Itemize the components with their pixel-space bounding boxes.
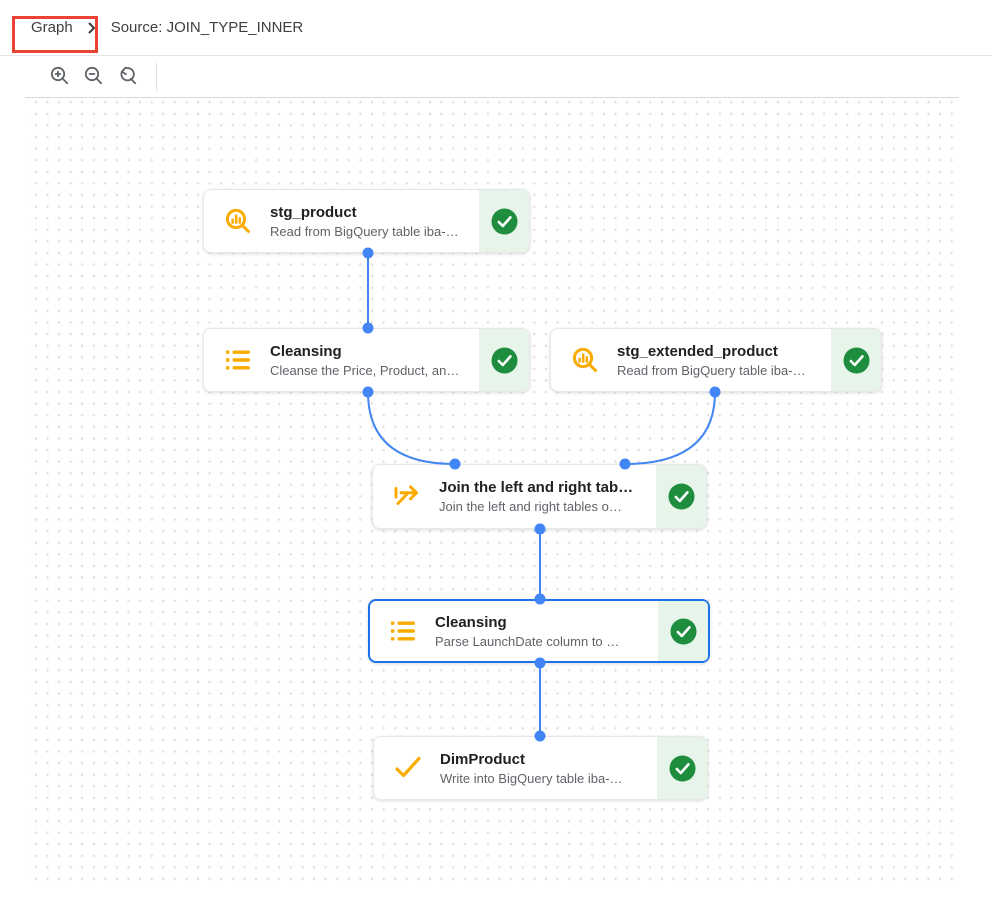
status-success-badge bbox=[657, 737, 707, 799]
node-text: Cleansing Cleanse the Price, Product, an… bbox=[253, 342, 479, 379]
graph-toolbar bbox=[0, 56, 992, 97]
status-success-badge bbox=[479, 190, 529, 252]
port-cleansing1-in[interactable] bbox=[362, 322, 374, 334]
breadcrumb-item-graph[interactable]: Graph bbox=[31, 19, 73, 36]
node-subtitle: Read from BigQuery table iba-… bbox=[617, 362, 806, 378]
node-cleansing-2[interactable]: Cleansing Parse LaunchDate column to … bbox=[368, 599, 710, 663]
node-subtitle: Cleanse the Price, Product, an… bbox=[270, 362, 460, 378]
status-success-badge bbox=[831, 329, 881, 391]
port-stgproduct-out[interactable] bbox=[362, 247, 374, 259]
source-preview-icon bbox=[570, 345, 600, 375]
edge-stgextended-join bbox=[624, 391, 716, 465]
node-title: Join the left and right tab… bbox=[439, 479, 634, 496]
zoom-out-icon bbox=[83, 65, 104, 89]
breadcrumb-item-source: Source: JOIN_TYPE_INNER bbox=[110, 19, 304, 36]
port-join-in-left[interactable] bbox=[449, 458, 461, 470]
zoom-in-icon bbox=[49, 65, 70, 89]
zoom-reset-icon bbox=[117, 65, 138, 89]
chevron-right-icon bbox=[86, 22, 98, 34]
node-text: Join the left and right tab… Join the le… bbox=[422, 478, 656, 515]
port-dimproduct-in[interactable] bbox=[534, 730, 546, 742]
list-transform-icon bbox=[223, 345, 253, 375]
node-cleansing-1[interactable]: Cleansing Cleanse the Price, Product, an… bbox=[203, 328, 530, 392]
port-cleansing2-out[interactable] bbox=[534, 657, 546, 669]
port-join-in-right[interactable] bbox=[619, 458, 631, 470]
zoom-in-button[interactable] bbox=[42, 61, 76, 93]
graph-canvas[interactable]: stg_product Read from BigQuery table iba… bbox=[25, 97, 959, 889]
port-cleansing1-out[interactable] bbox=[362, 386, 374, 398]
toolbar-divider bbox=[156, 62, 157, 91]
node-text: Cleansing Parse LaunchDate column to … bbox=[418, 613, 658, 650]
node-subtitle: Write into BigQuery table iba-… bbox=[440, 770, 623, 786]
node-title: Cleansing bbox=[270, 342, 342, 360]
node-text: stg_extended_product Read from BigQuery … bbox=[600, 342, 831, 379]
status-success-badge bbox=[656, 465, 706, 528]
zoom-reset-button[interactable] bbox=[110, 61, 144, 93]
node-dim-product[interactable]: DimProduct Write into BigQuery table iba… bbox=[373, 736, 708, 800]
join-icon bbox=[392, 482, 422, 512]
node-text: stg_product Read from BigQuery table iba… bbox=[253, 203, 479, 240]
node-stg-extended-product[interactable]: stg_extended_product Read from BigQuery … bbox=[550, 328, 882, 392]
node-title: stg_product bbox=[270, 203, 357, 221]
node-title: DimProduct bbox=[440, 750, 526, 768]
node-title: Cleansing bbox=[435, 613, 507, 631]
edge-cleansing1-join bbox=[367, 391, 456, 465]
source-preview-icon bbox=[223, 206, 253, 236]
port-cleansing2-in[interactable] bbox=[534, 593, 546, 605]
node-subtitle: Join the left and right tables o… bbox=[439, 499, 622, 514]
node-subtitle: Read from BigQuery table iba-… bbox=[270, 223, 459, 239]
node-subtitle: Parse LaunchDate column to … bbox=[435, 633, 620, 649]
node-text: DimProduct Write into BigQuery table iba… bbox=[423, 750, 657, 787]
list-transform-icon bbox=[388, 616, 418, 646]
zoom-out-button[interactable] bbox=[76, 61, 110, 93]
breadcrumb: Graph Source: JOIN_TYPE_INNER bbox=[0, 0, 992, 56]
node-join[interactable]: Join the left and right tab… Join the le… bbox=[372, 464, 707, 529]
status-success-badge bbox=[658, 601, 708, 661]
port-stgextended-out[interactable] bbox=[709, 386, 721, 398]
check-write-icon bbox=[393, 753, 423, 783]
status-success-badge bbox=[479, 329, 529, 391]
node-title: stg_extended_product bbox=[617, 342, 778, 360]
node-stg-product[interactable]: stg_product Read from BigQuery table iba… bbox=[203, 189, 530, 253]
port-join-out[interactable] bbox=[534, 523, 546, 535]
